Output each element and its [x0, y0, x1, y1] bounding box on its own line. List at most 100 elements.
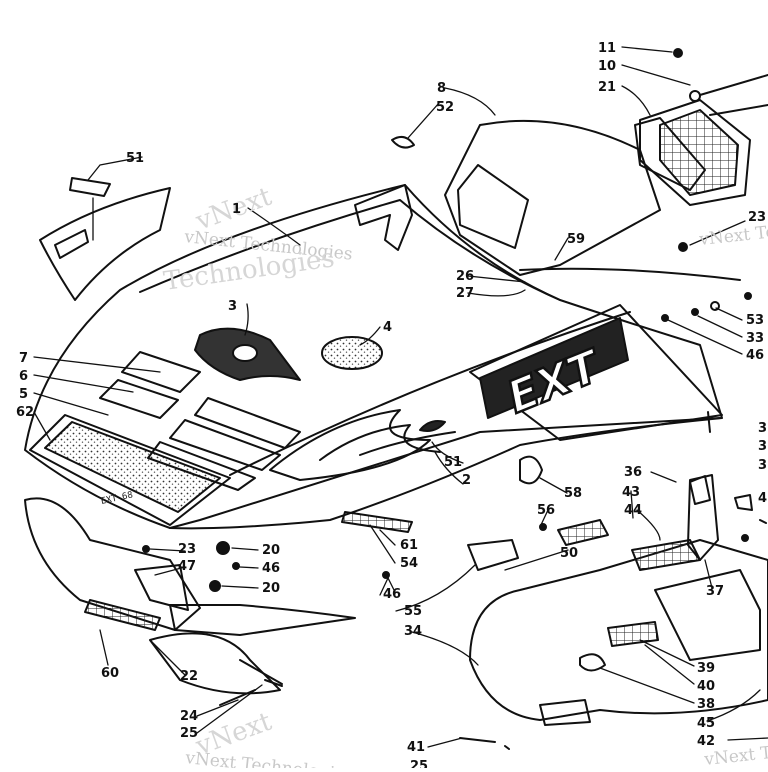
hood-side-panel	[469, 304, 723, 441]
callout-label: 10	[598, 59, 616, 74]
callout-label: 24	[180, 709, 198, 724]
callout-label: 46	[383, 587, 401, 602]
console-foot	[539, 699, 591, 726]
switch-plate-39	[607, 621, 659, 647]
hood-louvers	[99, 351, 301, 491]
rear-console	[469, 539, 768, 721]
callout-label: 8	[437, 81, 446, 96]
windshield-bracket	[354, 184, 413, 251]
callout-label: 43	[622, 485, 640, 500]
dash-vent-61	[341, 511, 413, 533]
left-panel-vent	[54, 229, 89, 259]
callout-label: 61	[400, 538, 418, 553]
callout-label: 23	[178, 542, 196, 557]
callout-label: 21	[598, 80, 616, 95]
callout-label: 22	[180, 669, 198, 684]
watermark-text: vNext Technologies	[183, 748, 354, 768]
hinge-rod	[239, 659, 283, 685]
console-mount-38	[579, 653, 606, 672]
callout-label: 38	[697, 697, 715, 712]
skid-plate	[169, 604, 356, 636]
callout-label: 1	[232, 202, 241, 217]
callout-label: 40	[697, 679, 715, 694]
belly-pan	[149, 632, 281, 695]
bezel-58	[519, 455, 543, 485]
bracket-54	[467, 539, 519, 571]
callout-label: 58	[564, 486, 582, 501]
dash-base	[519, 267, 741, 281]
callout-label: 3	[228, 299, 237, 314]
callout-label: 4	[383, 320, 392, 335]
callout-label: 33	[746, 331, 764, 346]
hood-crease	[229, 311, 631, 476]
callout-label: 46	[746, 348, 764, 363]
callout-label: 60	[101, 666, 119, 681]
callout-label: 44	[624, 503, 642, 518]
callout-label: 31	[758, 421, 768, 436]
ext-model-plate: EXT 68	[100, 490, 134, 507]
callout-label: 25	[180, 726, 198, 741]
hood-side-lower	[169, 417, 721, 529]
headlight-assembly	[634, 48, 768, 206]
callout-label: 34	[404, 624, 422, 639]
callout-label: 3	[758, 458, 767, 473]
main-hood-outline	[24, 184, 723, 530]
callout-label: 39	[697, 661, 715, 676]
callout-label: 2	[462, 473, 471, 488]
callout-label: 5	[19, 387, 28, 402]
callout-label: 55	[404, 604, 422, 619]
callout-layer: 1234567810112020212223232425252627333436…	[16, 41, 768, 772]
callout-label: 54	[400, 556, 418, 571]
hood-grille	[44, 421, 221, 513]
callout-label: 46	[262, 561, 280, 576]
callout-label: 23	[748, 210, 766, 225]
callout-label: 4	[758, 491, 767, 506]
callout-label: 11	[598, 41, 616, 56]
callout-label: 41	[407, 740, 425, 755]
callout-label: 27	[456, 286, 474, 301]
hood-vent-frame	[29, 414, 231, 526]
plate-43	[557, 519, 609, 546]
callout-label: 50	[560, 546, 578, 561]
callout-label: 37	[706, 584, 724, 599]
callout-label: 25	[410, 759, 428, 768]
ext-decal-box	[479, 317, 629, 419]
hood-emblem	[194, 327, 301, 381]
callout-label: 51	[126, 151, 144, 166]
left-hood-panel	[39, 187, 171, 301]
callout-label: 51	[444, 455, 462, 470]
callout-label: 62	[16, 405, 34, 420]
callout-label: 47	[178, 559, 196, 574]
dash-window	[457, 164, 529, 249]
callout-label: 53	[746, 313, 764, 328]
callout-label: 31	[758, 439, 768, 454]
bumper-vent	[84, 599, 161, 631]
side-panel-lower	[134, 564, 189, 611]
hood-upper-ridge	[139, 199, 561, 301]
hardware-fasteners	[142, 242, 767, 750]
bracket-51-top	[69, 177, 111, 197]
console-recess	[654, 569, 761, 661]
hood-decal-patch	[321, 336, 383, 370]
callout-label: 6	[19, 369, 28, 384]
front-bumper	[24, 497, 201, 631]
bracket-36	[689, 475, 711, 505]
callout-label: 20	[262, 543, 280, 558]
callout-label: 45	[697, 716, 715, 731]
leader-lines	[33, 46, 768, 748]
bracket-37	[687, 474, 719, 561]
callout-label: 20	[262, 581, 280, 596]
callout-label: 52	[436, 100, 454, 115]
console-gauge-plate	[631, 539, 701, 571]
callout-label: 42	[697, 734, 715, 749]
callout-label: 59	[567, 232, 585, 247]
flame-graphic	[269, 409, 456, 481]
callout-label: 56	[537, 503, 555, 518]
dash-pod	[444, 119, 661, 276]
callout-label: 36	[624, 465, 642, 480]
callout-label: 7	[19, 351, 28, 366]
gasket-52	[391, 135, 415, 149]
callout-label: 26	[456, 269, 474, 284]
